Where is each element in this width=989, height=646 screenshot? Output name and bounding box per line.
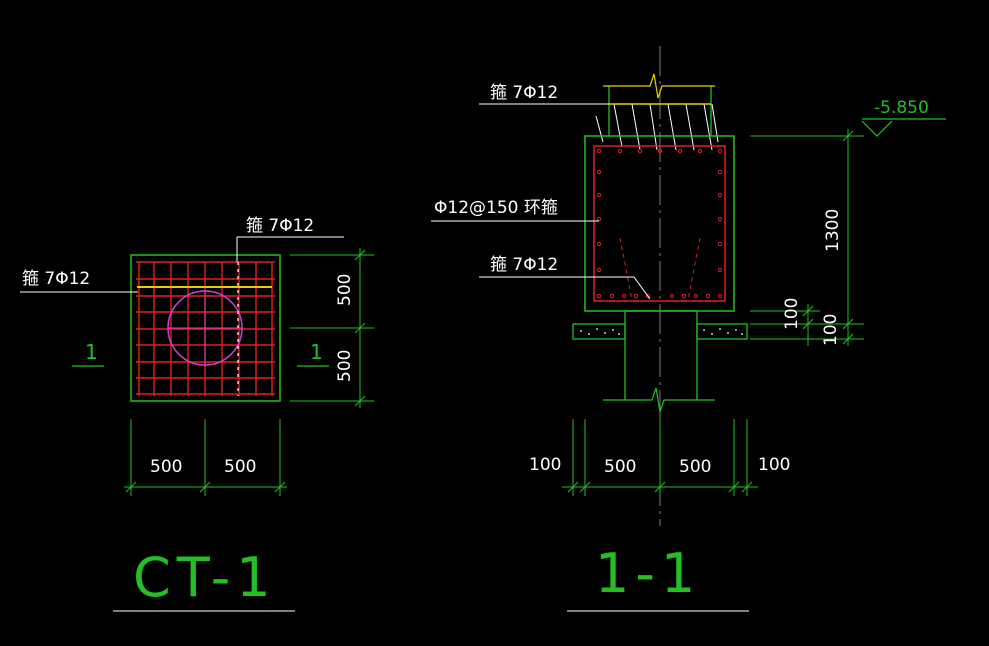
section-dim-h4: 100 [758,455,790,475]
rebar-dots [596,148,723,299]
section-label-top: 箍 7Φ12 [490,83,558,103]
plan-dim-v2: 500 [335,350,355,382]
plan-view: 箍 7Φ12 箍 7Φ12 1 1 500 500 500 [20,216,374,612]
section-dim-100-a: 100 [782,298,802,330]
section-mark-right: 1 [310,340,323,364]
column-break-line-top [603,73,715,99]
plan-title: CT-1 [133,546,277,609]
column-stub-top [608,86,712,136]
column-rebars [613,103,713,151]
section-label-bottom: 箍 7Φ12 [490,255,558,275]
plan-label-left: 箍 7Φ12 [22,269,90,289]
pile-cap-outline [584,135,735,312]
plan-dim-v1: 500 [335,274,355,306]
section-dim-1300: 1300 [823,209,843,252]
section-dim-vertical [750,129,864,346]
cushion-right [696,323,748,340]
section-title: 1-1 [595,542,701,605]
pile-break-line [603,387,715,413]
plan-dim-h1: 500 [150,457,182,477]
section-dim-h2: 500 [604,457,636,477]
section-dim-horizontal [562,419,758,496]
section-view: 箍 7Φ12 Φ12@150 环箍 箍 7Φ12 -5.850 [431,46,946,612]
section-dim-h1: 100 [529,455,561,475]
dashed-rebar-right [687,237,701,301]
plan-outline [130,254,281,402]
section-dim-h3: 500 [679,457,711,477]
section-dim-100-b: 100 [821,314,841,346]
section-mark-left: 1 [85,340,98,364]
dashed-rebar-left [619,237,633,301]
section-label-ring: Φ12@150 环箍 [434,198,558,218]
plan-dim-h2: 500 [224,457,256,477]
elevation-value: -5.850 [874,98,929,118]
plan-dim-horizontal [124,419,287,496]
pile-below [624,310,698,400]
plan-label-top: 箍 7Φ12 [246,216,314,236]
plan-dim-vertical [290,248,374,408]
elevation-mark [861,118,946,137]
cushion-hatch [580,328,743,335]
pile-cap-rebar-cage [593,145,726,302]
